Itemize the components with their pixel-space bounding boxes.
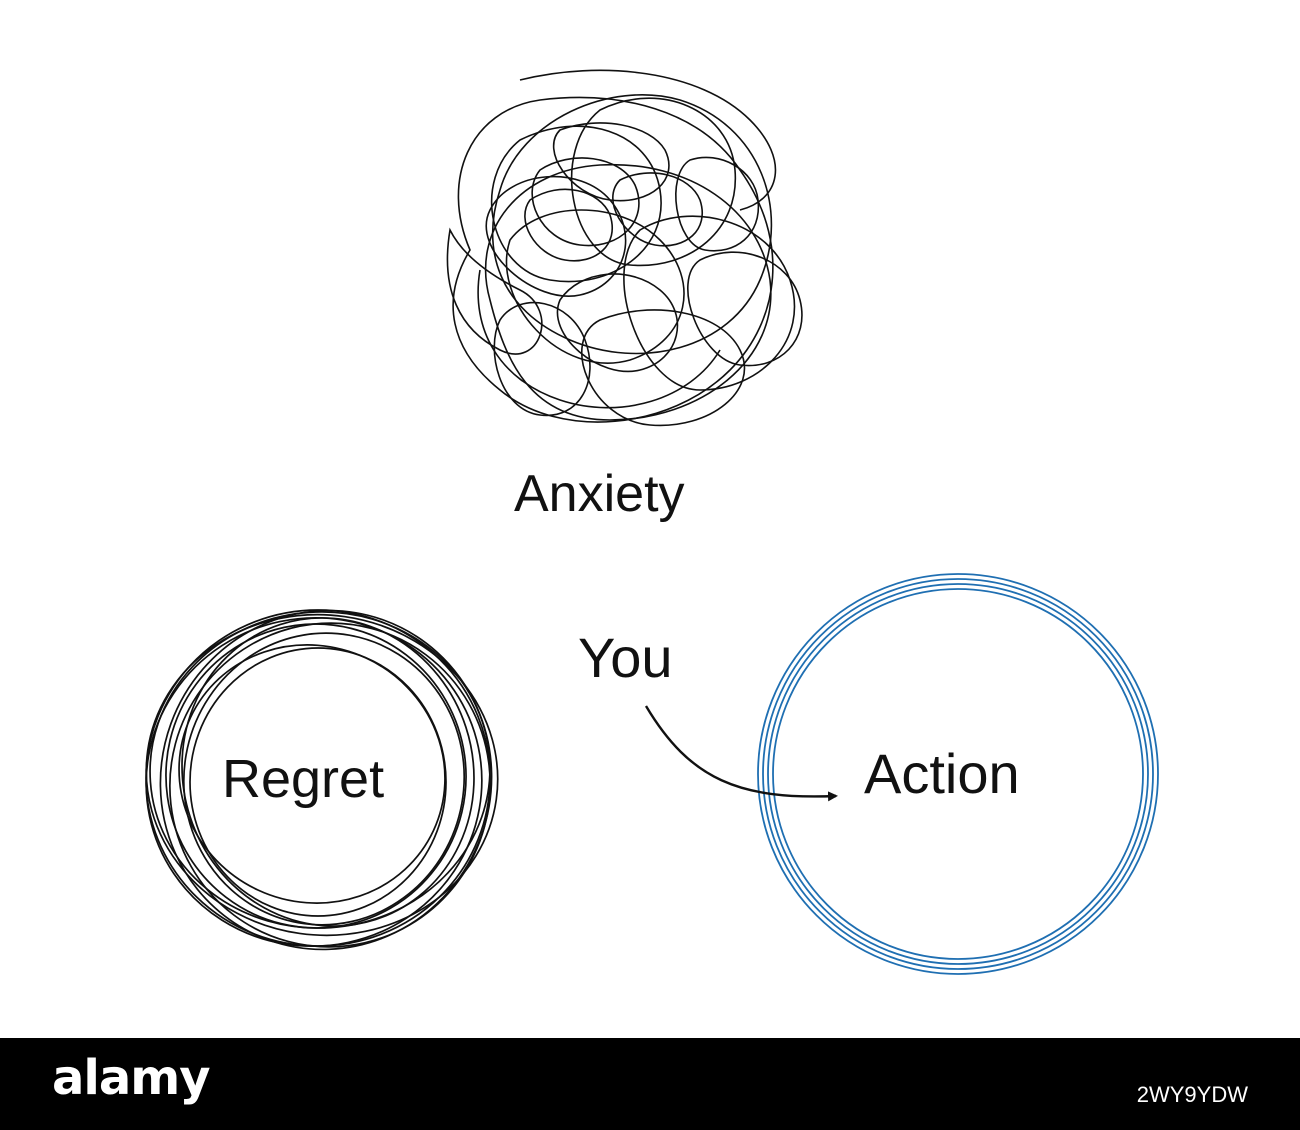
diagram-canvas <box>145 69 1159 975</box>
arrow-icon <box>644 705 838 802</box>
watermark-logo: alamy <box>52 1050 211 1106</box>
anxiety-label: Anxiety <box>514 465 685 523</box>
action-label: Action <box>864 742 1020 805</box>
watermark-bar: alamy 2WY9YDW <box>0 1038 1300 1130</box>
regret-circle-icon <box>145 609 499 951</box>
anxiety-scribble-icon <box>446 69 803 427</box>
regret-label: Regret <box>222 749 385 809</box>
you-label: You <box>578 626 673 689</box>
watermark-image-id: 2WY9YDW <box>1136 1082 1248 1107</box>
action-circle-icon <box>757 573 1159 975</box>
